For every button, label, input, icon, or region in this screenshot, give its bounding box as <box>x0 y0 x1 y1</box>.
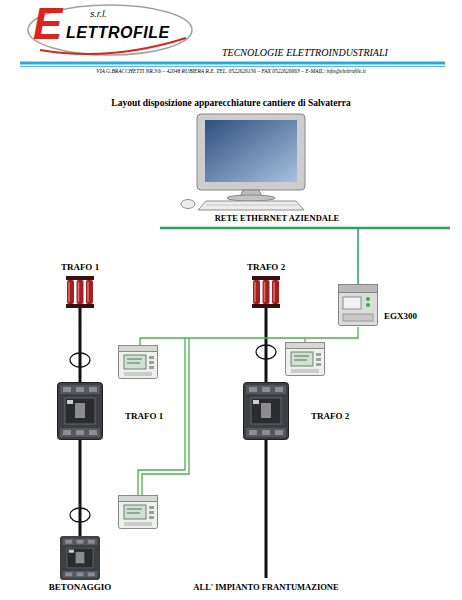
transformer: TRAFO 2 <box>247 262 285 308</box>
ethernet-line <box>160 227 450 230</box>
power-connector <box>79 308 82 382</box>
node-label: EGX300 <box>384 311 417 322</box>
transformer: TRAFO 1 <box>61 262 99 308</box>
circuit-breaker: TRAFO 2 <box>243 382 349 440</box>
breaker-icon <box>57 382 103 440</box>
breaker-icon <box>243 382 289 440</box>
transformer-icon <box>251 276 281 308</box>
gateway: EGX300 <box>338 284 417 326</box>
power-line <box>265 440 268 578</box>
company-tagline: TECNOLOGIE ELETTROINDUSTRIALI <box>222 47 388 59</box>
logo-suffix: s.r.l. <box>90 9 107 19</box>
current-transformer <box>256 345 276 359</box>
feeder-label: ALL' IMPIANTO FRANTUMAZIONE <box>193 583 338 593</box>
transformer-icon <box>65 276 95 308</box>
circuit-breaker: BETONAGGIO <box>49 536 111 593</box>
keyboard <box>198 201 304 210</box>
logo-name: LETTROFILE <box>66 24 170 42</box>
current-transformer <box>70 353 90 367</box>
power-meter <box>119 346 158 379</box>
power-meter <box>286 343 325 376</box>
computer-icon <box>181 114 305 210</box>
node-label: TRAFO 2 <box>311 411 349 422</box>
node-label: TRAFO 2 <box>247 262 285 273</box>
breaker-icon <box>60 536 100 580</box>
node-label: BETONAGGIO <box>49 582 111 593</box>
monitor-screen <box>205 120 297 182</box>
mouse <box>181 200 195 209</box>
network-label: RETE ETHERNET AZIENDALE <box>215 214 340 224</box>
monitor <box>197 114 305 190</box>
node-label: TRAFO 1 <box>125 411 163 422</box>
ethernet-drop <box>357 228 359 285</box>
current-transformer <box>70 508 90 522</box>
node-label: TRAFO 1 <box>61 262 99 273</box>
header-rule <box>20 66 445 67</box>
data-wire <box>304 338 305 342</box>
power-meter <box>119 496 158 529</box>
gateway-icon <box>338 284 378 326</box>
data-wire <box>140 327 358 345</box>
company-address: VIA G.BRACCHETTI NR.3/b – 42048 RUBIERA … <box>96 68 365 74</box>
keyboard-keys <box>206 205 298 206</box>
header-rule <box>20 62 445 65</box>
circuit-breaker: TRAFO 1 <box>57 382 163 440</box>
monitor-base <box>227 195 275 201</box>
diagram-title: Layout disposizione apparecchiature cant… <box>111 98 350 109</box>
logo-initial: E <box>33 2 62 46</box>
